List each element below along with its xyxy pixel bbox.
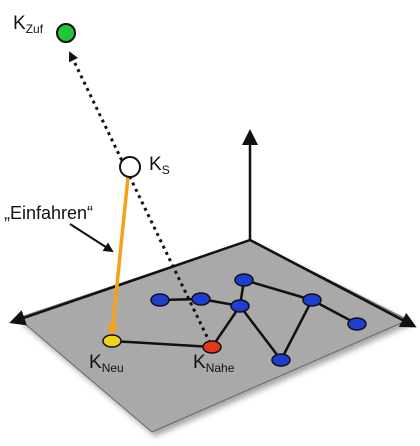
- tree-nodes: [150, 273, 367, 367]
- einfahren-pointer-arrow: [69, 223, 114, 253]
- random-direction-dotted-line: [68, 51, 212, 344]
- tree-node: [150, 293, 170, 307]
- einfahren-label: „Einfahren“: [4, 203, 93, 223]
- axis-right: [249, 238, 417, 328]
- k-s-node: [119, 156, 141, 178]
- tree-edge: [210, 305, 242, 348]
- tree-node: [234, 273, 254, 287]
- k-zuf-node: [56, 23, 76, 43]
- tree-node: [302, 293, 322, 307]
- tree-node: [230, 299, 250, 313]
- k-nahe-label: KNahe: [193, 352, 235, 375]
- tree-edge: [239, 305, 282, 361]
- k-s-label: KS: [149, 154, 170, 177]
- tree-edge: [111, 339, 213, 349]
- axis-left: [9, 238, 251, 326]
- k-nahe-node: [202, 340, 222, 354]
- tree-edge: [243, 278, 313, 302]
- k-neu-node: [102, 334, 122, 348]
- tree-node: [347, 317, 367, 331]
- tree-node: [191, 292, 211, 306]
- extension-arrow: [107, 176, 130, 336]
- tree-edge: [279, 299, 314, 361]
- tree-node: [271, 353, 291, 367]
- ground-plane: [17, 239, 410, 433]
- k-neu-label: KNeu: [89, 352, 124, 375]
- k-zuf-label: KZuf: [13, 13, 44, 36]
